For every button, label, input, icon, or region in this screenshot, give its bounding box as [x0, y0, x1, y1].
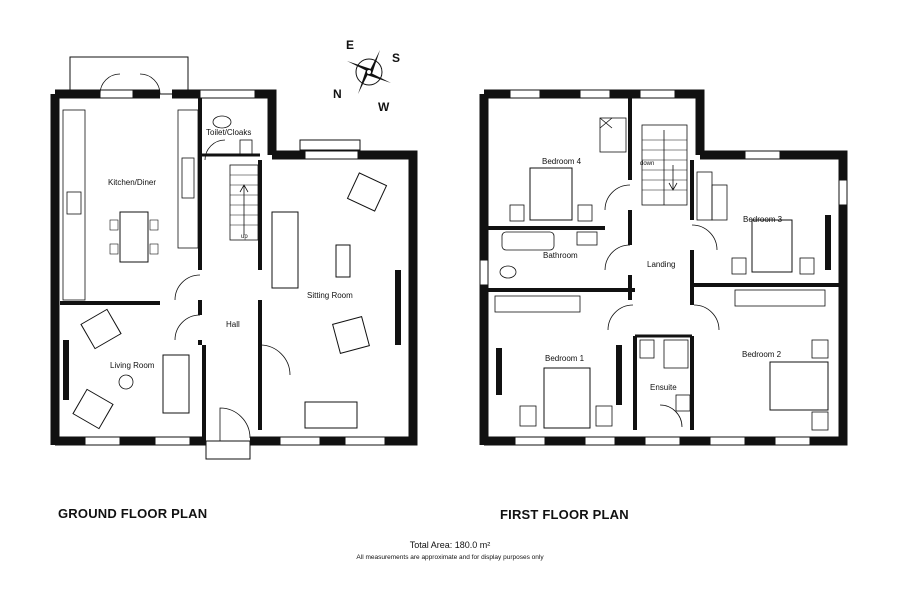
room-label-bedroom2: Bedroom 2: [742, 350, 782, 359]
room-label-bedroom3: Bedroom 3: [743, 215, 783, 224]
room-label-bedroom1: Bedroom 1: [545, 354, 585, 363]
room-label-living: Living Room: [110, 361, 155, 370]
room-label-ensuite: Ensuite: [650, 383, 677, 392]
compass-e: E: [346, 38, 354, 52]
room-label-toilet: Toilet/Cloaks: [206, 128, 251, 137]
room-label-bedroom4: Bedroom 4: [542, 157, 582, 166]
stairs-up-label: up: [241, 234, 248, 240]
ground-floor-plan: [50, 56, 418, 460]
ground-floor-title: GROUND FLOOR PLAN: [58, 506, 208, 521]
first-floor-title: FIRST FLOOR PLAN: [500, 507, 629, 522]
compass-s: S: [392, 51, 400, 65]
room-label-sitting: Sitting Room: [307, 291, 353, 300]
room-label-kitchen: Kitchen/Diner: [108, 178, 156, 187]
room-label-hall: Hall: [226, 320, 240, 329]
disclaimer: All measurements are approximate and for…: [356, 554, 544, 561]
room-label-landing: Landing: [647, 260, 675, 269]
total-area: Total Area: 180.0 m²: [409, 540, 491, 550]
compass-n: N: [333, 87, 342, 101]
compass-icon: [347, 50, 391, 94]
first-floor-plan: [479, 89, 848, 446]
compass-w: W: [378, 100, 390, 114]
stairs-down-label: down: [640, 161, 654, 167]
room-label-bathroom: Bathroom: [543, 251, 578, 260]
